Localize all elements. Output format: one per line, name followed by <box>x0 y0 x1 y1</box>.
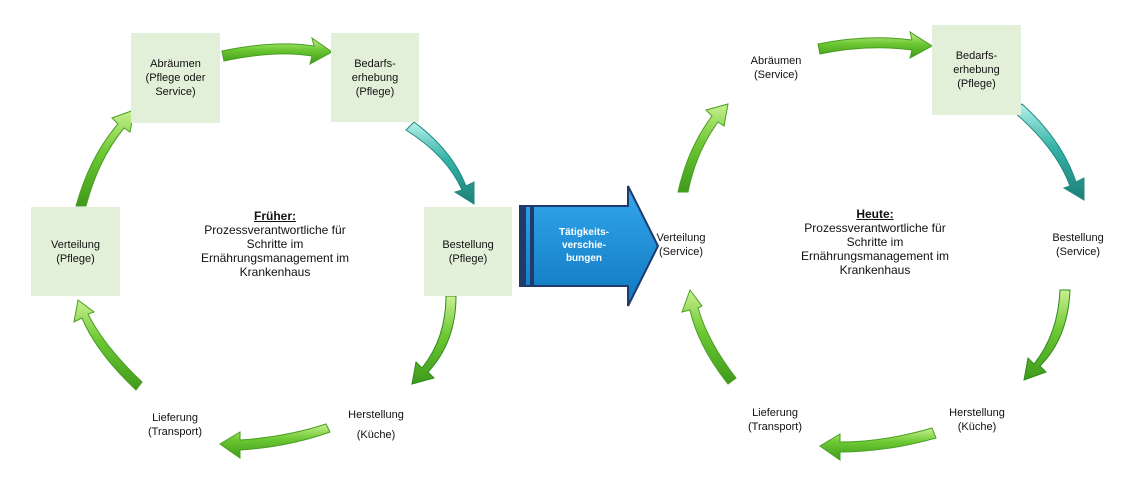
step-label-line: (Service) <box>658 246 703 258</box>
step-label-line: (Transport) <box>748 421 802 433</box>
step-lieferung-right: Lieferung (Transport) <box>735 406 815 434</box>
step-label-line: (Küche) <box>356 429 396 441</box>
shift-arrow <box>519 185 660 307</box>
step-bestellung: Bestellung (Pflege) <box>424 207 512 296</box>
step-label-line: Verteilung <box>656 232 706 244</box>
step-label-line: Service) <box>155 86 196 98</box>
center-text-past: Früher: Prozessverantwortliche für Schri… <box>185 209 365 279</box>
arrow-lieferung-to-verteilung <box>73 299 143 391</box>
arrow-abraeumen-to-bedarfserhebung-right <box>817 30 933 59</box>
step-label-line: Lieferung <box>752 407 798 419</box>
step-label-line: Bestellung <box>442 238 494 251</box>
description-line: Krankenhaus <box>839 263 911 277</box>
description-line: Ernährungsmanagement im <box>800 249 950 263</box>
step-verteilung-right: Verteilung (Service) <box>641 231 721 259</box>
cycle-title: Früher: <box>254 209 296 223</box>
description-line: Schritte im <box>846 235 904 249</box>
step-label-line: (Küche) <box>957 421 997 433</box>
step-lieferung: Lieferung (Transport) <box>135 411 215 439</box>
shift-label-line: Tätigkeits- <box>558 227 609 238</box>
step-label-line: Verteilung <box>51 238 100 251</box>
cycle-title: Heute: <box>856 207 894 221</box>
step-label-line: (Pflege oder <box>145 72 206 84</box>
arrow-lieferung-to-verteilung-right <box>681 288 737 385</box>
description-line: Schritte im <box>246 237 304 251</box>
description-line: Krankenhaus <box>239 265 311 279</box>
shift-label-line: verschie- <box>562 240 606 251</box>
step-bestellung-right: Bestellung (Service) <box>1038 231 1118 259</box>
description-line: Ernährungsmanagement im <box>200 251 350 265</box>
step-label-line: (Service) <box>1055 246 1100 258</box>
step-label-line: Herstellung <box>348 409 404 421</box>
step-bedarfserhebung-right: Bedarfs- erhebung (Pflege) <box>932 25 1021 115</box>
step-label-line: (Service) <box>753 69 798 81</box>
step-label-line: Bestellung <box>1052 232 1104 244</box>
step-label-line: erhebung <box>953 64 1000 76</box>
step-label-line: Herstellung <box>949 407 1005 419</box>
arrow-verteilung-to-abraeumen <box>75 109 135 207</box>
step-abraeumen-right: Abräumen (Service) <box>737 54 815 82</box>
step-label-line: Abräumen <box>750 55 802 67</box>
step-label-line: erhebung <box>351 71 399 84</box>
step-label-line: Lieferung <box>152 412 198 424</box>
shift-arrow-label: Tätigkeits- verschie- bungen <box>540 226 628 265</box>
center-text-present: Heute: Prozessverantwortliche für Schrit… <box>785 207 965 277</box>
step-bedarfserhebung: Bedarfs- erhebung (Pflege) <box>331 33 419 122</box>
step-label-line: (Pflege) <box>355 85 395 98</box>
description-line: Prozessverantwortliche für <box>804 221 946 235</box>
arrow-verteilung-to-abraeumen-right <box>677 103 729 193</box>
arrow-bedarfserhebung-to-bestellung <box>405 121 475 205</box>
step-label-line: (Pflege) <box>448 252 488 265</box>
step-label-line: (Pflege) <box>56 252 95 265</box>
arrow-bestellung-to-herstellung-right <box>1023 289 1071 381</box>
arrow-bestellung-to-herstellung <box>411 295 457 385</box>
step-label-line: (Pflege) <box>957 78 996 90</box>
step-herstellung: Herstellung (Küche) <box>336 408 416 442</box>
arrow-bedarfserhebung-to-bestellung-right <box>1013 103 1085 201</box>
step-label-line: Bedarfs- <box>955 50 998 62</box>
step-herstellung-right: Herstellung (Küche) <box>936 406 1018 434</box>
arrow-abraeumen-to-bedarfserhebung <box>221 36 333 65</box>
step-label-line: (Transport) <box>148 426 202 438</box>
step-abraeumen: Abräumen (Pflege oder Service) <box>131 33 220 123</box>
description-line: Prozessverantwortliche für <box>204 223 346 237</box>
step-label-line: Bedarfs- <box>354 57 396 70</box>
step-verteilung: Verteilung (Pflege) <box>31 207 120 296</box>
arrow-herstellung-to-lieferung <box>219 423 331 459</box>
shift-label-line: bungen <box>565 253 603 264</box>
step-label-line: Abräumen <box>150 58 201 70</box>
arrow-herstellung-to-lieferung-right <box>819 427 937 461</box>
